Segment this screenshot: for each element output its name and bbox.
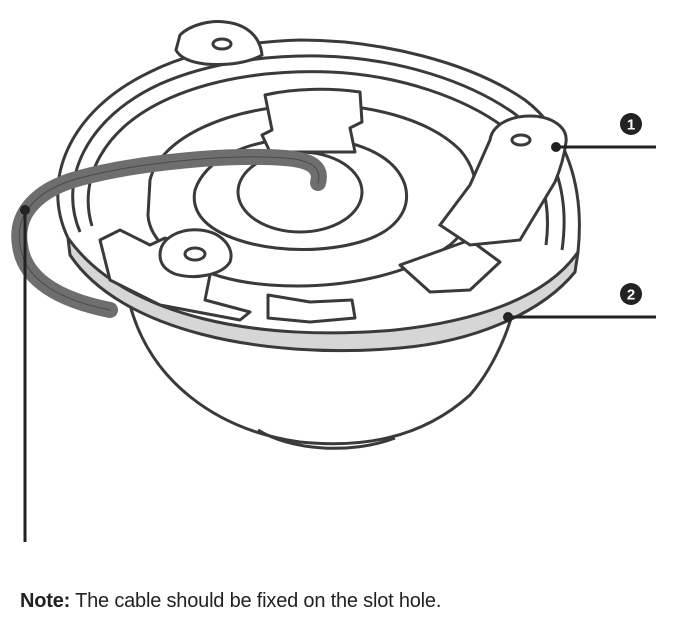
callout-dots bbox=[20, 142, 561, 322]
note-text: The cable should be fixed on the slot ho… bbox=[70, 590, 442, 612]
screw-tab-top bbox=[174, 20, 264, 66]
dome-housing bbox=[128, 304, 514, 450]
note-caption: Note: The cable should be fixed on the s… bbox=[20, 590, 441, 613]
callout-badge-2: 2 bbox=[620, 283, 642, 305]
callout-number-2: 2 bbox=[627, 287, 635, 304]
inner-platform bbox=[146, 87, 478, 288]
callout-leaders bbox=[23, 145, 656, 542]
note-label: Note: bbox=[20, 590, 71, 612]
cable-outline bbox=[18, 156, 320, 311]
screw-tab-right bbox=[437, 114, 568, 247]
callout-badge-1: 1 bbox=[620, 113, 642, 135]
camera-dome-diagram: 1 2 bbox=[11, 20, 656, 542]
screw-tab-lower-left bbox=[158, 228, 233, 278]
callout-number-1: 1 bbox=[627, 117, 635, 134]
